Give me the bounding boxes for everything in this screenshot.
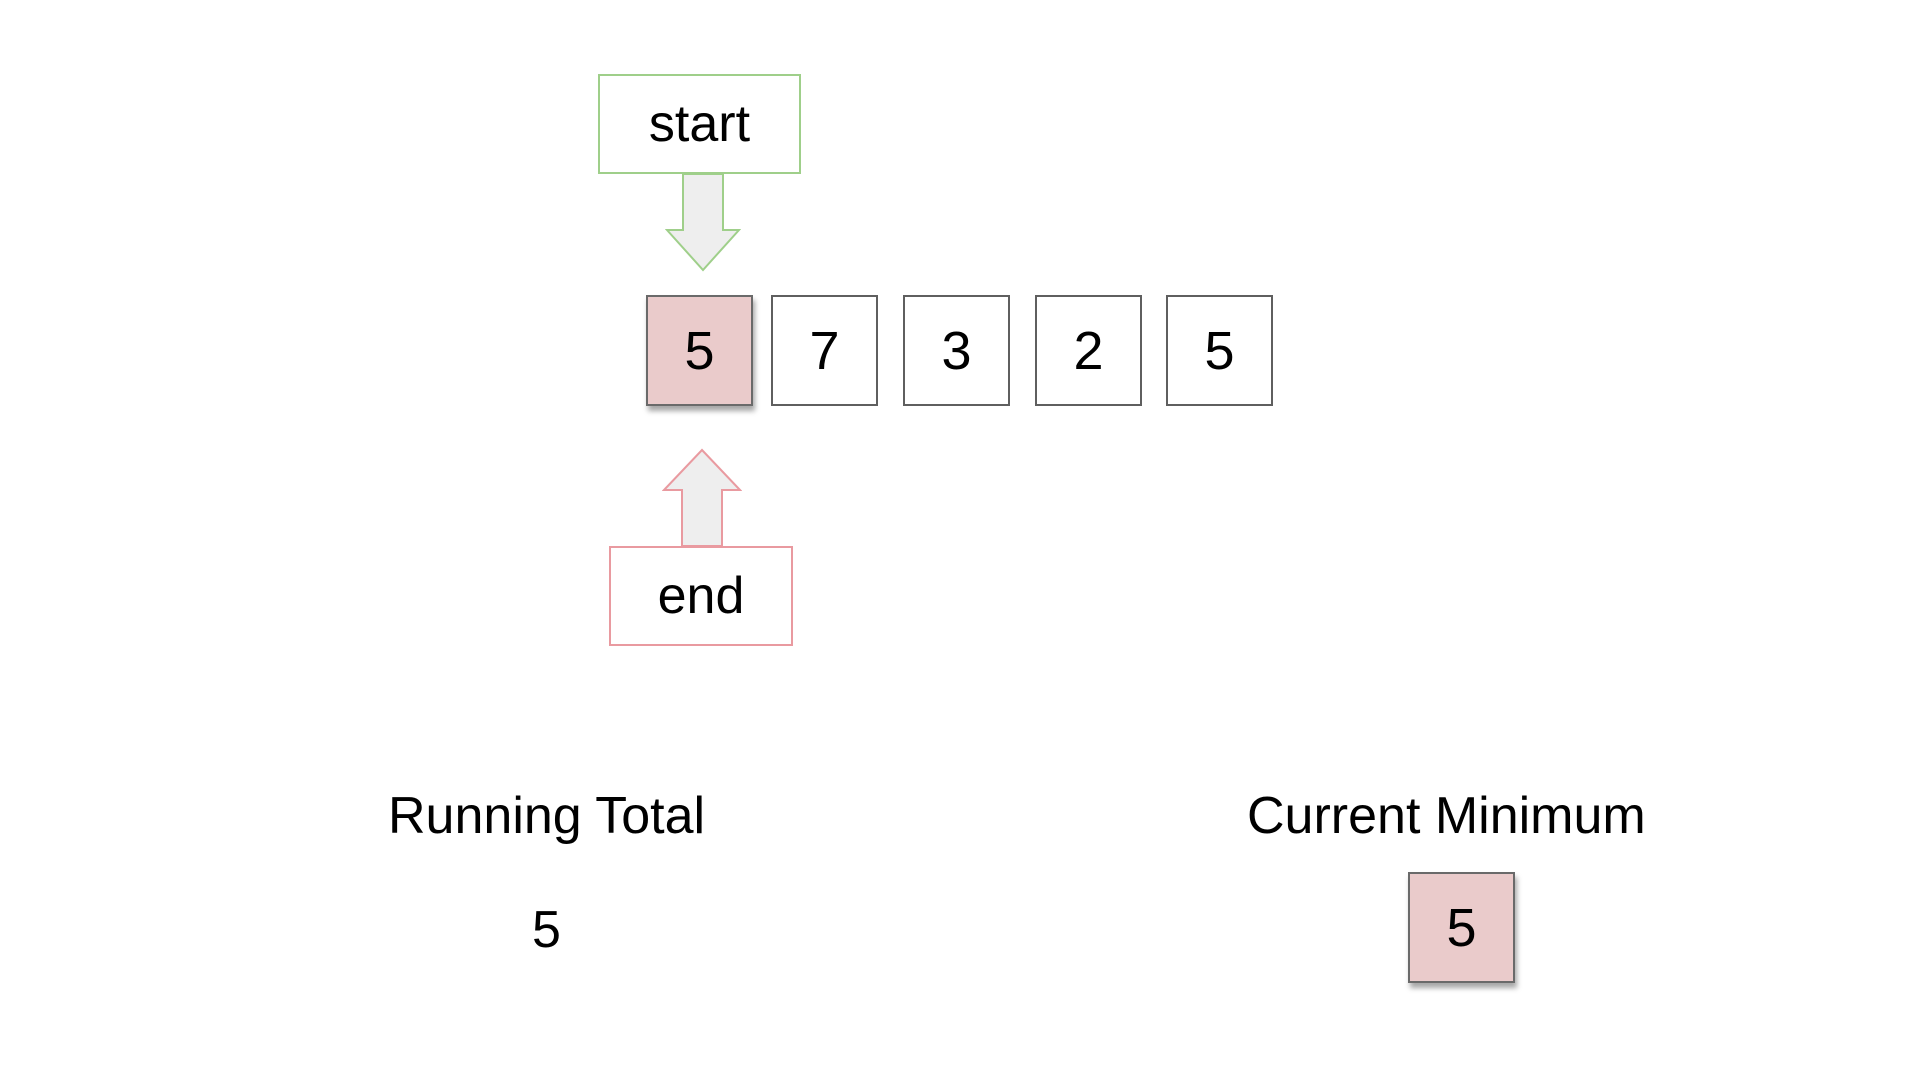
end-label-text: end [657, 567, 745, 625]
start-label-text: start [648, 95, 751, 153]
current-minimum-label: Current Minimum [1247, 787, 1646, 845]
end-up-arrow-icon [662, 448, 742, 547]
end-pointer-label: end [609, 546, 793, 646]
running-total-value: 5 [532, 901, 561, 959]
start-down-arrow-icon [665, 174, 741, 272]
array-cell-value: 7 [809, 320, 840, 381]
array-cell-1: 7 [771, 295, 878, 406]
array-cell-3: 2 [1035, 295, 1142, 406]
array-cell-2: 3 [903, 295, 1010, 406]
start-pointer-label: start [598, 74, 801, 174]
current-minimum-value: 5 [1446, 897, 1477, 958]
array-cell-value: 5 [1204, 320, 1235, 381]
array-cell-value: 3 [941, 320, 972, 381]
array-cell-4: 5 [1166, 295, 1273, 406]
running-total-label: Running Total [388, 787, 706, 845]
array-cell-value: 5 [684, 320, 715, 381]
current-minimum-box: 5 [1408, 872, 1515, 983]
array-cell-0: 5 [646, 295, 753, 406]
array-cell-value: 2 [1073, 320, 1104, 381]
